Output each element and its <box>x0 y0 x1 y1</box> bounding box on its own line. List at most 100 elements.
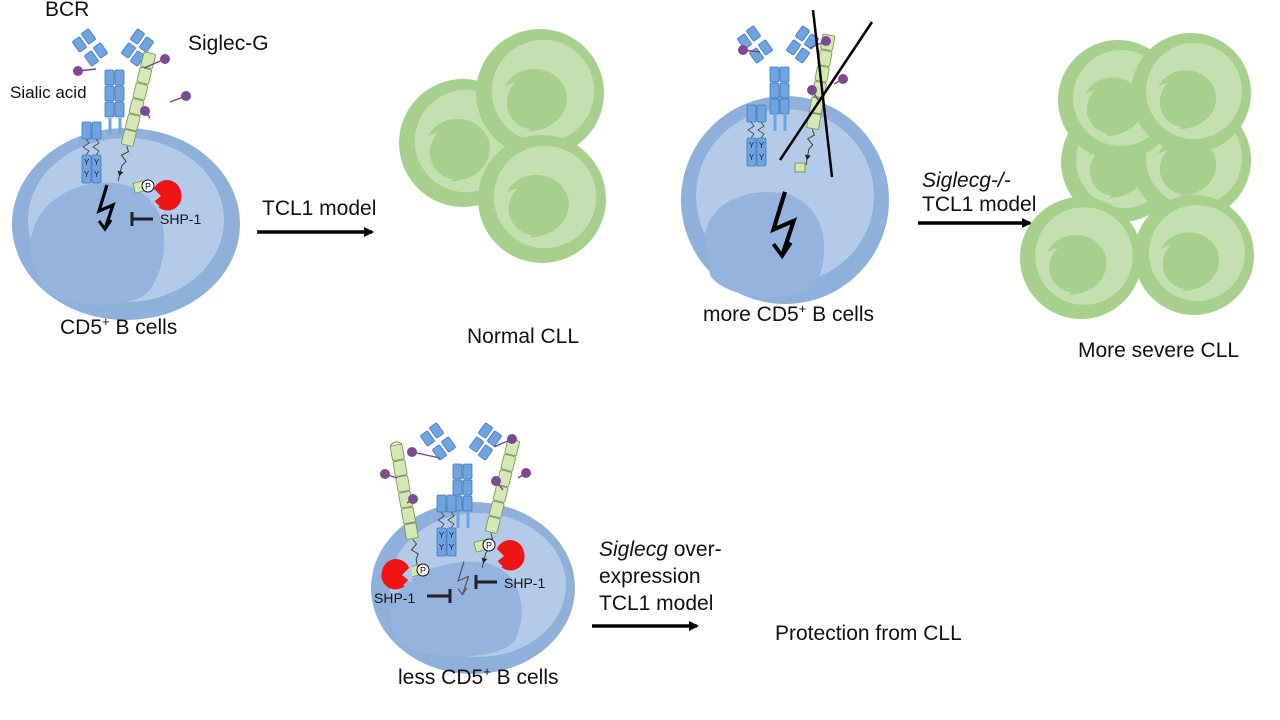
bcr-arm-segment <box>432 444 447 461</box>
bcr-arm-segment <box>441 436 456 453</box>
itam-tyrosine: Y <box>84 170 90 179</box>
cll-cell-nucleus-core <box>508 181 563 236</box>
phosphate-circle <box>416 563 430 577</box>
itim-marker <box>481 557 488 564</box>
itam-segment <box>81 154 92 184</box>
cell-caption: less CD5+ B cells <box>398 664 558 689</box>
phosphate-label: P <box>486 541 492 551</box>
siglec-cytoplasmic-tail <box>805 129 816 166</box>
itam-tyrosine: Y <box>749 141 755 150</box>
siglec-domain <box>389 443 405 462</box>
shp1-label: SHP-1 <box>160 211 201 227</box>
lightning-bolt <box>770 191 798 257</box>
cll-cell-nucleus-core <box>1162 238 1214 290</box>
b-cell <box>12 128 240 320</box>
bcr-arm-segment <box>786 39 801 56</box>
cll-cell-nucleus-core <box>429 125 484 180</box>
cll-cell <box>1131 33 1251 153</box>
bcr-stem-segment <box>114 69 125 86</box>
siglec-binding-site <box>389 441 403 447</box>
itam-tyrosine: Y <box>449 531 455 540</box>
bcr-stem-segment <box>462 495 473 512</box>
itam-tyrosine: Y <box>84 158 90 167</box>
inhibition-mark-left <box>427 589 452 603</box>
siglec-g-label: Siglec-G <box>188 32 269 55</box>
arrow-label-ko-line1: Siglecg-/- <box>922 169 1011 192</box>
sialic-acid-label: Sialic acid <box>10 83 87 102</box>
siglec-domain <box>400 506 416 525</box>
sialic-acid <box>738 45 748 55</box>
bcr-stem-segment <box>104 101 115 118</box>
shp1-label-left: SHP-1 <box>374 590 415 606</box>
sialic-acid <box>821 36 831 46</box>
shp1-notch <box>402 565 412 583</box>
bcr-stem-segment <box>769 82 780 99</box>
bcr-stem-segment <box>114 85 125 102</box>
bcr-arm-segment <box>795 47 810 64</box>
coreceptor-segment <box>91 121 102 140</box>
coreceptor-segment <box>81 121 92 140</box>
arrow-label-tcl1: TCL1 model <box>262 197 376 220</box>
cll-cell <box>1134 195 1254 315</box>
signal-bolt-weak <box>457 561 470 596</box>
bcr-stem-segment <box>769 98 780 115</box>
bcr-arm-segment <box>469 436 484 453</box>
cll-cell-nucleus-core <box>1049 241 1101 293</box>
siglec-domain <box>124 113 141 132</box>
shp1-notch <box>494 546 504 564</box>
bcr-stem-segment <box>452 479 463 496</box>
sialic-acid <box>491 476 501 486</box>
coreceptor-linker <box>757 121 765 139</box>
itam-segment <box>436 527 447 557</box>
phosphate-label: P <box>420 566 426 576</box>
sialic-acid <box>181 91 191 101</box>
sialic-acid <box>73 66 83 76</box>
siglec-domain <box>136 66 153 85</box>
bcr-arm-segment <box>84 50 99 67</box>
itam-tyrosine: Y <box>759 141 765 150</box>
lightning-bolt <box>96 184 116 230</box>
coreceptor-linker <box>747 121 755 139</box>
sialic-acid-group <box>380 434 531 504</box>
sialic-acid <box>838 74 848 84</box>
siglec-domain <box>392 459 408 477</box>
itim-marker <box>117 170 124 177</box>
siglec-domain <box>395 475 411 493</box>
phosphate-circle <box>482 538 496 552</box>
itam-tyrosine: Y <box>759 153 765 162</box>
bcr-stem-segment <box>114 101 125 118</box>
bcr-stem-segment <box>452 463 463 480</box>
bcr-arm-segment <box>737 33 752 50</box>
sialic-acid <box>140 106 150 116</box>
bcr-arm-segment <box>81 28 96 45</box>
cll-cell <box>476 29 604 157</box>
sialic-acid <box>160 54 170 64</box>
bcr-arm-segment <box>420 430 435 447</box>
coreceptor-segment <box>756 104 767 123</box>
siglec-cytoplasmic-tail <box>117 146 130 182</box>
itam-segment <box>91 154 102 184</box>
siglec-domain <box>500 453 517 472</box>
bcr-arm-segment <box>478 422 493 439</box>
sialic-acid-group <box>738 36 848 101</box>
nucleus <box>390 561 522 657</box>
shp1-body <box>382 559 410 587</box>
bcr-arm-segment <box>478 444 493 461</box>
phospho-shp1-left: P <box>381 559 430 590</box>
nucleus <box>705 192 825 298</box>
sialic-acid <box>521 468 531 478</box>
siglec-g-receptor-left <box>389 441 421 576</box>
arrow-label-oe-line1: Siglecg over- <box>599 538 722 561</box>
bcr-arm-segment <box>487 430 502 447</box>
arrow-label-ko-line2: TCL1 model <box>922 193 1036 216</box>
coreceptor-segment <box>746 104 757 123</box>
sialic-acid <box>807 85 817 95</box>
severe-cll-cluster <box>1020 33 1254 319</box>
cll-cell-nucleus-core <box>1159 76 1211 128</box>
itam-segment <box>446 527 457 557</box>
